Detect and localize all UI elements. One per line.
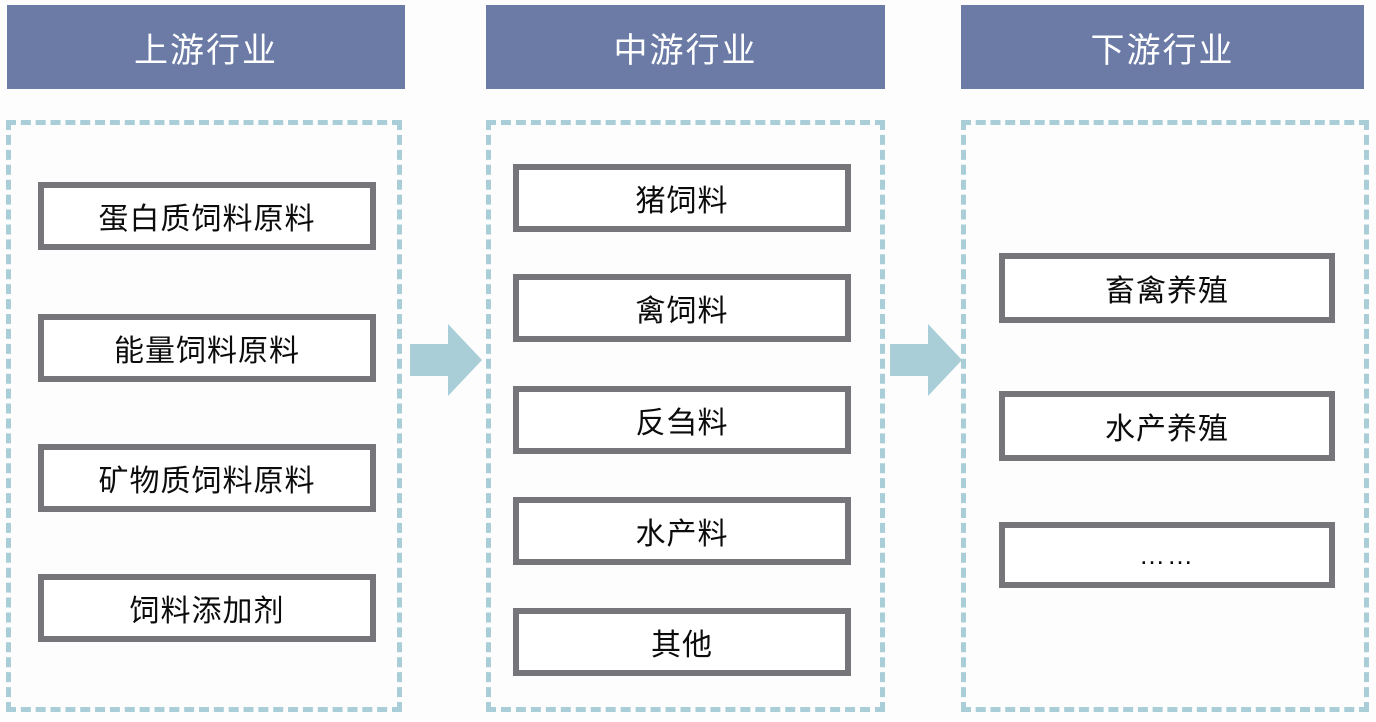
- item-box-downstream-livestock-poultry-farming[interactable]: 畜禽养殖: [999, 253, 1335, 323]
- column-header-downstream: 下游行业: [961, 5, 1364, 89]
- item-box-upstream-energy-feed-material[interactable]: 能量饲料原料: [38, 314, 376, 382]
- item-box-midstream-ruminant-feed[interactable]: 反刍料: [513, 386, 851, 454]
- column-header-downstream-label: 下游行业: [1090, 31, 1235, 70]
- item-box-midstream-poultry-feed[interactable]: 禽饲料: [513, 274, 851, 342]
- group-downstream: [961, 120, 1369, 712]
- item-label: 矿物质饲料原料: [98, 465, 316, 498]
- item-label: ……: [1139, 539, 1195, 570]
- column-header-upstream: 上游行业: [7, 5, 405, 89]
- item-label: 其他: [651, 629, 713, 662]
- group-upstream: [6, 120, 402, 712]
- item-label: 反刍料: [635, 407, 729, 440]
- item-box-midstream-pig-feed[interactable]: 猪饲料: [513, 164, 851, 232]
- item-box-downstream-ellipsis[interactable]: ……: [999, 522, 1335, 588]
- item-label: 畜禽养殖: [1105, 275, 1229, 308]
- column-header-midstream-label: 中游行业: [613, 31, 758, 70]
- item-label: 水产养殖: [1105, 413, 1229, 446]
- item-box-upstream-feed-additive[interactable]: 饲料添加剂: [38, 574, 376, 642]
- right-arrow-icon-upstream-to-midstream: [410, 320, 482, 400]
- item-label: 猪饲料: [635, 185, 729, 218]
- item-label: 能量饲料原料: [114, 335, 300, 368]
- column-header-midstream: 中游行业: [486, 5, 885, 89]
- item-label: 禽饲料: [635, 295, 729, 328]
- item-box-midstream-other[interactable]: 其他: [513, 608, 851, 676]
- item-box-midstream-aquatic-feed[interactable]: 水产料: [513, 497, 851, 565]
- item-box-upstream-protein-feed-material[interactable]: 蛋白质饲料原料: [38, 182, 376, 250]
- item-label: 饲料添加剂: [129, 595, 285, 628]
- item-box-upstream-mineral-feed-material[interactable]: 矿物质饲料原料: [38, 444, 376, 512]
- item-label: 水产料: [635, 518, 729, 551]
- item-label: 蛋白质饲料原料: [98, 203, 316, 236]
- column-header-upstream-label: 上游行业: [134, 31, 278, 70]
- item-box-downstream-aquaculture[interactable]: 水产养殖: [999, 391, 1335, 461]
- group-midstream: [486, 120, 885, 712]
- right-arrow-icon-midstream-to-downstream: [890, 320, 962, 400]
